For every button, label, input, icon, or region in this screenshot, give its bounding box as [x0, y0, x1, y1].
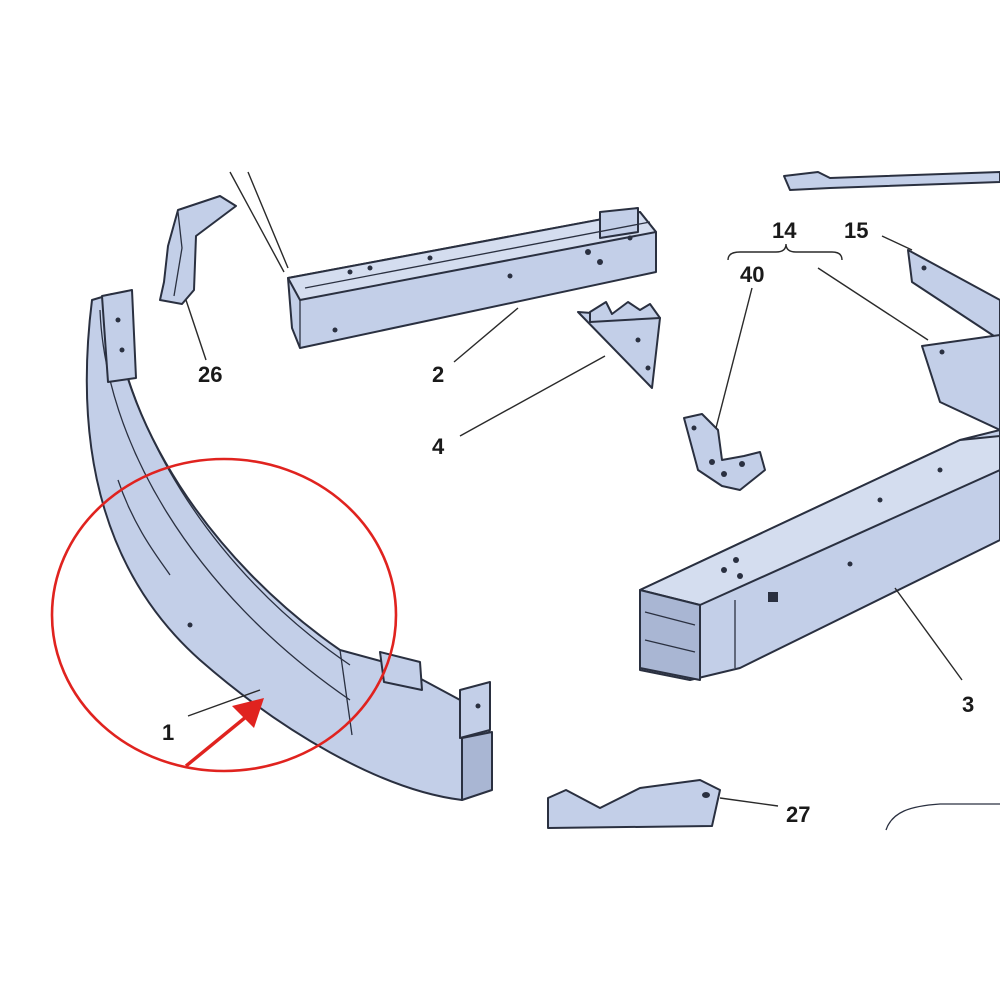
bracket-14 [727, 243, 843, 261]
highlight-circle [50, 457, 398, 773]
callout-27: 27 [786, 802, 810, 827]
part-26-upright-bracket [159, 195, 237, 305]
part-40-mount-bracket [683, 413, 766, 491]
leader-1 [187, 689, 261, 717]
callout-26: 26 [198, 362, 222, 387]
leader-4 [459, 355, 606, 437]
leader-26 [185, 299, 207, 361]
leader-top [229, 171, 289, 273]
callout-4: 4 [432, 434, 445, 459]
callout-40: 40 [740, 262, 764, 287]
part-15-upper-right-rail [907, 249, 1000, 341]
callout-1: 1 [162, 720, 174, 745]
leader-3 [894, 587, 963, 681]
part-27-bottom-bracket [547, 779, 721, 829]
callout-3: 3 [962, 692, 974, 717]
callout-2: 2 [432, 362, 444, 387]
cropped-top-right-part [783, 171, 1000, 191]
leader-lines [185, 171, 963, 807]
highlight-arrow-shaft [184, 710, 254, 768]
leader-15 [881, 235, 913, 251]
part-3-lower-box-rail [639, 429, 1000, 681]
part-14-connector [921, 334, 1000, 431]
leader-27 [719, 797, 779, 807]
part-4-triangle-bracket [577, 301, 661, 389]
highlight-arrow-head [232, 698, 264, 728]
leader-14 [817, 267, 929, 341]
highlight-annotation [50, 457, 398, 773]
leader-2 [453, 307, 519, 363]
part-2-upper-rail [287, 207, 657, 349]
callout-labels: 26 2 4 14 40 15 3 27 1 [162, 218, 974, 827]
callout-14: 14 [772, 218, 797, 243]
leader-40 [715, 287, 753, 429]
cropped-bottom-right-part [885, 803, 1000, 831]
callout-15: 15 [844, 218, 868, 243]
